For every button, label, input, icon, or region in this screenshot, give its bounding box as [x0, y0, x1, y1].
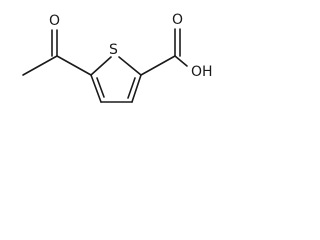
structure-diagram: S O O OH — [22, 12, 213, 103]
bond-c4-c5-inner — [96, 77, 105, 98]
carboxyl-oxygen-label: O — [172, 12, 183, 28]
bond-c2-carboxyl — [140, 55, 176, 76]
bond-carbonyl-methyl — [22, 55, 58, 76]
bond-c5-carbonyl — [56, 55, 92, 76]
ketone-oxygen-label: O — [49, 13, 60, 29]
bond-c2-c3-inner — [127, 77, 136, 99]
bond-s-c2 — [118, 56, 142, 76]
bond-carboxyl-hydroxyl — [174, 55, 188, 67]
hydroxyl-label: OH — [191, 64, 213, 80]
bond-c2-c3 — [131, 74, 142, 103]
sulfur-label: S — [109, 42, 118, 58]
bond-c4-c5 — [90, 74, 102, 103]
bond-c5-s — [90, 56, 112, 76]
